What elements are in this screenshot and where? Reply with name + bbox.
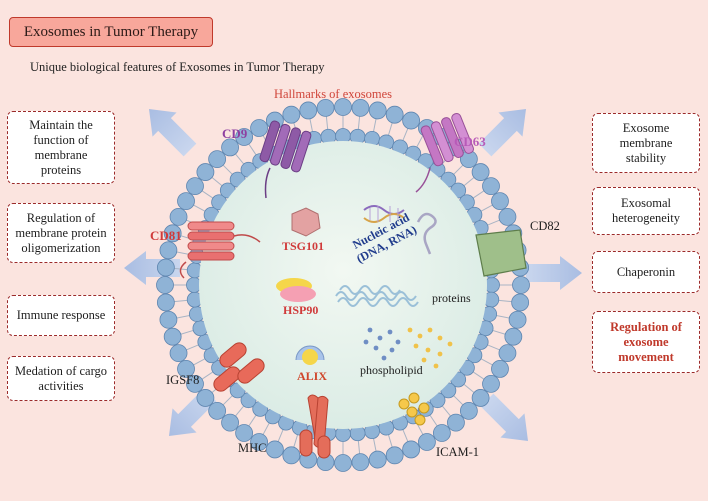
subtitle: Unique biological features of Exosomes i… bbox=[30, 60, 325, 74]
igsf8-protein bbox=[213, 342, 265, 392]
vesicle-interior bbox=[199, 141, 487, 429]
mhc-protein bbox=[299, 394, 331, 459]
rna-hairpin bbox=[416, 212, 437, 255]
feature-card-immune-response: Immune response bbox=[7, 295, 115, 336]
cd9-label: CD9 bbox=[222, 126, 248, 141]
cd63-protein bbox=[415, 112, 474, 193]
alix-label: ALIX bbox=[297, 369, 327, 383]
arrow-upper-right bbox=[478, 108, 527, 157]
icam1-label: ICAM-1 bbox=[436, 445, 479, 459]
phospholipid-particles bbox=[363, 327, 453, 369]
igsf8-label: IGSF8 bbox=[166, 373, 199, 387]
cd63-label: CD63 bbox=[454, 134, 486, 149]
cd82-protein bbox=[475, 229, 527, 277]
arrow-lower-right bbox=[480, 393, 529, 442]
cd9-protein bbox=[259, 120, 312, 199]
tsg101-protein bbox=[291, 207, 321, 237]
mhc-label: MHC bbox=[238, 441, 266, 455]
title-box: Exosomes in Tumor Therapy bbox=[9, 17, 213, 47]
title-text: Exosomes in Tumor Therapy bbox=[23, 23, 199, 40]
hallmarks-label: Hallmarks of exosomes bbox=[273, 87, 393, 101]
hsp90-protein bbox=[276, 278, 316, 302]
arrow-upper-left bbox=[148, 108, 197, 157]
protein-chains bbox=[335, 285, 419, 307]
alix-protein bbox=[295, 345, 325, 365]
feature-card-chaperonin: Chaperonin bbox=[592, 251, 700, 293]
arrow-right bbox=[526, 256, 582, 290]
cd82-label: CD82 bbox=[530, 219, 560, 233]
lipid-bilayer bbox=[156, 98, 530, 472]
icam1-protein bbox=[398, 392, 430, 426]
proteins-label: proteins bbox=[432, 291, 471, 305]
cd81-protein bbox=[179, 221, 261, 279]
cd81-label: CD81 bbox=[150, 228, 182, 243]
dna-helix bbox=[363, 205, 405, 223]
tsg101-label: TSG101 bbox=[282, 239, 324, 253]
hsp90-label: HSP90 bbox=[283, 303, 318, 317]
phospholipid-label: phospholipid bbox=[360, 363, 423, 377]
